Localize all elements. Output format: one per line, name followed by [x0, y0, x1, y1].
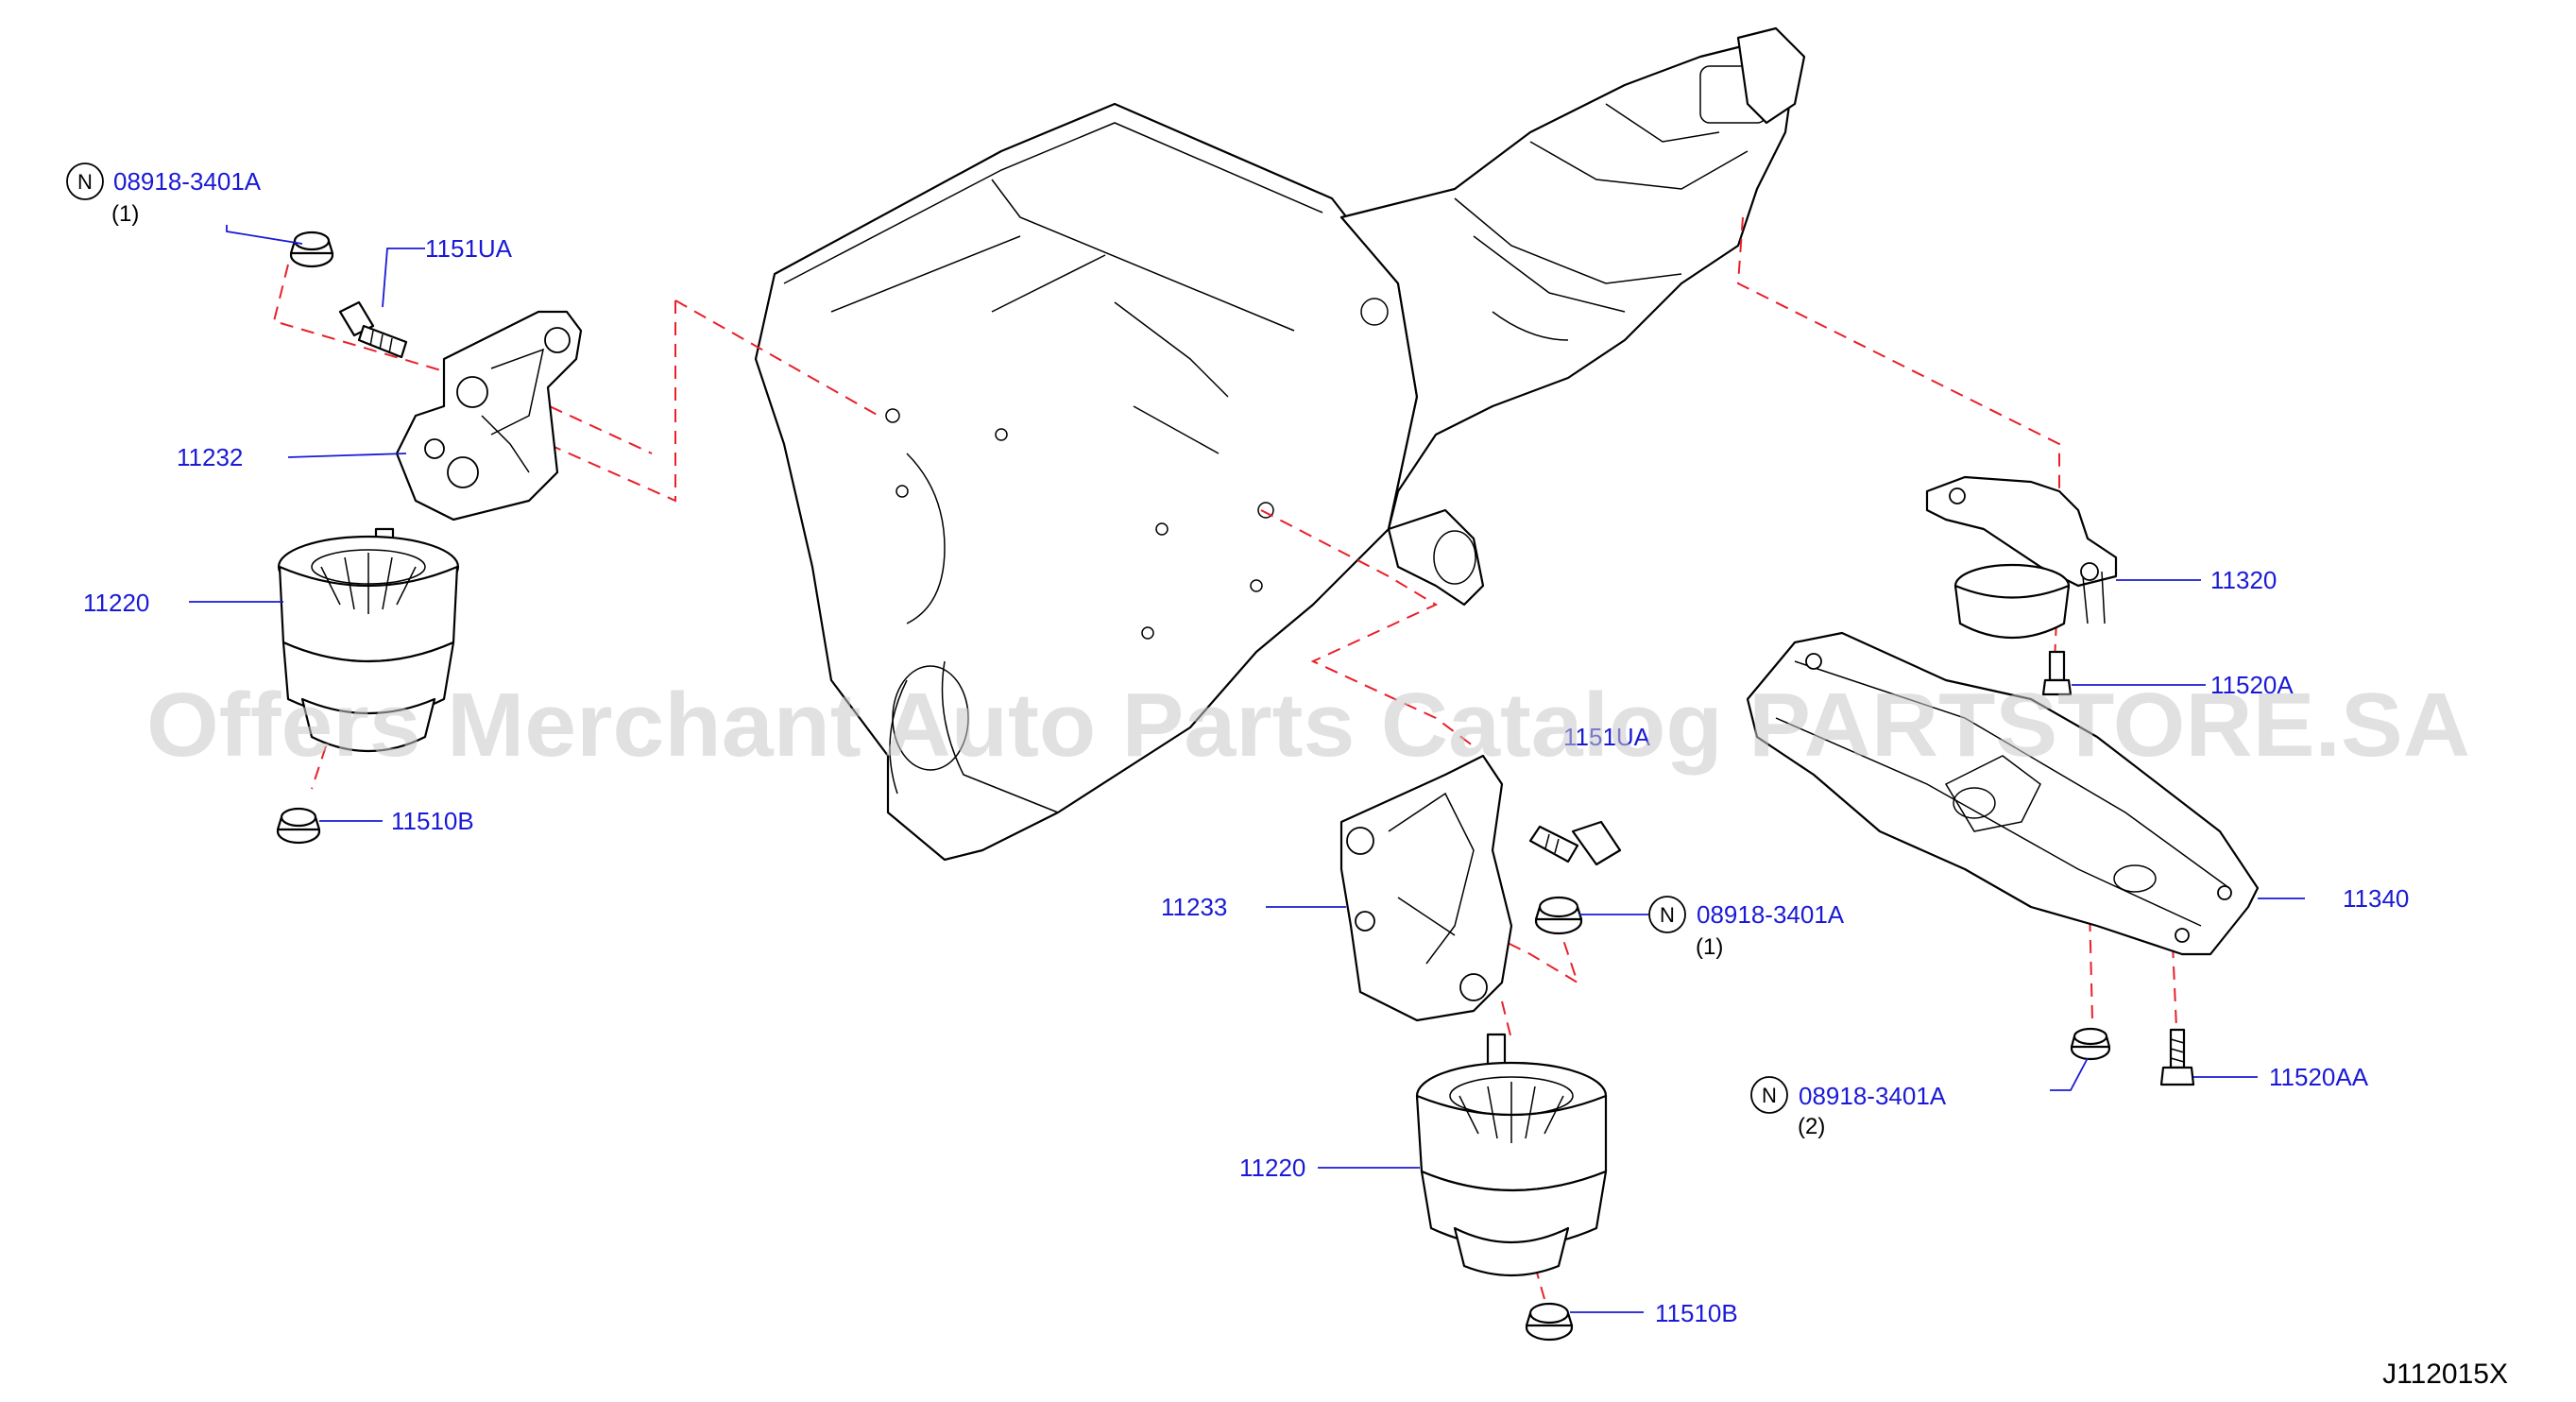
svg-text:N: N	[1660, 903, 1675, 927]
label-member[interactable]: 11340	[2343, 884, 2409, 913]
label-rear-bolt[interactable]: 11520A	[2210, 671, 2294, 699]
bracket-right	[1339, 754, 1513, 1022]
engine-transmission-illustration	[754, 26, 1806, 862]
rear-insulator	[1925, 475, 2118, 639]
svg-text:N: N	[77, 170, 93, 194]
leader-lines	[189, 225, 2305, 1313]
svg-text:N: N	[1762, 1084, 1777, 1107]
transmission-member	[1746, 631, 2260, 956]
watermark-text: Offers Merchant Auto Parts Catalog PARTS…	[146, 675, 2470, 776]
n-marker-top-left: N	[66, 162, 104, 200]
right-mount-parts	[1746, 475, 2260, 1086]
rear-bolt	[2041, 650, 2073, 696]
label-bracket-left[interactable]: 11232	[177, 443, 243, 471]
label-nut-bottom-right[interactable]: 08918-3401A	[1799, 1082, 1947, 1110]
qty-nut-center: (1)	[1696, 934, 1723, 960]
label-bolt-bottom-right[interactable]: 11520AA	[2269, 1063, 2369, 1091]
n-marker-bottom-right: N	[1750, 1076, 1788, 1114]
label-bolt-center[interactable]: 1151UA	[1563, 723, 1651, 751]
label-rear-insulator[interactable]: 11320	[2210, 566, 2277, 594]
label-insulator-left[interactable]: 11220	[83, 589, 149, 617]
left-mount-parts	[276, 231, 583, 845]
label-nut-bottom-center[interactable]: 11510B	[1655, 1299, 1738, 1327]
center-mount-parts	[1339, 754, 1622, 1342]
flange-nut-bottom-center	[1525, 1302, 1574, 1342]
bolt-bottom-right	[2159, 1028, 2195, 1086]
label-bracket-right[interactable]: 11233	[1161, 893, 1227, 921]
flange-nut-bottom-right	[2070, 1027, 2111, 1061]
label-nut-top-left[interactable]: 08918-3401A	[113, 167, 262, 196]
bolt-top-left	[338, 300, 408, 359]
qty-nut-bottom-right: (2)	[1798, 1114, 1825, 1139]
bracket-left	[395, 310, 583, 521]
insulator-center	[1415, 1033, 1608, 1277]
label-nut-bottom-left[interactable]: 11510B	[391, 807, 474, 835]
qty-nut-top-left: (1)	[111, 201, 139, 227]
label-insulator-center[interactable]: 11220	[1239, 1154, 1305, 1182]
bolt-center	[1528, 820, 1622, 866]
flange-nut-bottom-left	[276, 807, 321, 845]
n-marker-center: N	[1648, 896, 1686, 933]
part-labels: 08918-3401A (1) 1151UA 11232 11220 11510…	[83, 167, 2409, 1327]
insulator-left	[277, 527, 460, 753]
label-nut-center[interactable]: 08918-3401A	[1697, 900, 1845, 929]
diagram-code: J112015X	[2382, 1359, 2508, 1390]
label-bolt-top-left[interactable]: 1151UA	[425, 234, 513, 263]
flange-nut-center	[1534, 896, 1583, 935]
flange-nut-top-left	[289, 231, 334, 268]
